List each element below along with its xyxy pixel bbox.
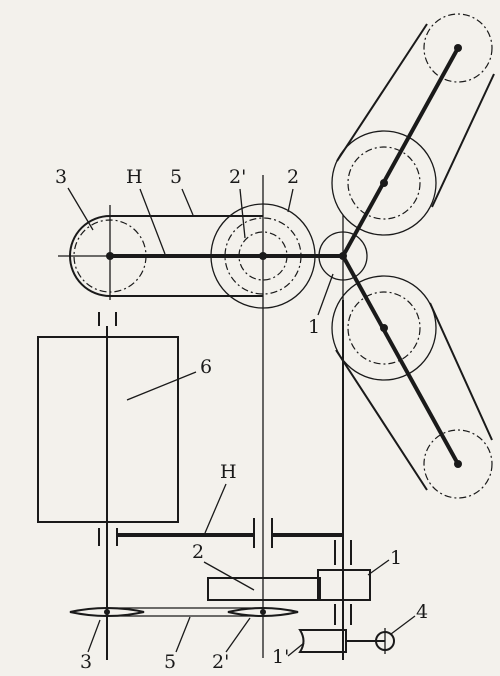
upper-right-belt-1 [336,23,428,162]
label-lower-H: H [220,461,237,483]
sprocket-3-hub [104,609,110,615]
leader-upper-2 [287,188,294,213]
leader-box-6 [126,371,197,401]
gear-2-block [207,577,321,601]
leader-lower-4 [390,615,416,635]
leader-upper-5 [181,188,194,216]
upper-right-belt-2 [431,73,495,208]
label-upper-2: 2 [287,166,299,188]
label-bottom-2prime: 2' [212,651,229,673]
label-lower-1: 1 [390,547,402,569]
label-upper-1: 1 [308,316,320,338]
arm-lower-right [341,255,460,465]
bevel-gear-1prime [298,629,347,653]
label-bottom-3: 3 [80,651,92,673]
leader-bottom-3 [87,619,101,653]
lower-right-gear-hub [380,324,388,332]
lower-right-belt-1 [335,349,428,491]
belt-5-left-arc [69,215,111,297]
leader-upper-H [139,188,166,255]
lower-right-gear-outer [331,275,437,381]
lower-right-gear-pitch [347,291,421,365]
label-box-6: 6 [200,356,212,378]
gear-2prime-pitch [238,231,288,281]
arm-upper-right [341,47,460,257]
leader-upper-3 [67,187,94,231]
upper-gear-train: 3 H 5 2' 2 1 [55,13,495,499]
leader-upper-1 [317,273,334,316]
label-upper-H: H [126,166,143,188]
leader-lower-1prime [287,642,305,657]
lower-right-belt-2 [429,302,493,441]
label-lower-1prime: 1' [272,646,289,668]
label-upper-5: 5 [170,166,182,188]
sprocket-2prime-hub [260,609,266,615]
leader-lower-H [204,483,227,534]
upper-right-gear-pitch [347,146,421,220]
upper-right-end-hub [454,44,462,52]
leader-bottom-2prime [225,617,251,653]
lower-right-end-gear [423,429,493,499]
label-upper-2prime: 2' [229,166,246,188]
gear-1-block [317,569,371,601]
label-lower-2: 2 [192,541,204,563]
upper-right-gear-hub [380,179,388,187]
label-upper-3: 3 [55,166,67,188]
lower-right-end-hub [454,460,462,468]
leader-lower-2 [203,561,255,591]
label-lower-4: 4 [416,601,428,623]
leader-upper-2prime [239,188,246,239]
lower-elevation-view: 6 H 2 1 4 1' [37,300,428,673]
sprocket-2prime [227,607,299,617]
leader-lower-1 [367,559,390,576]
upper-right-gear-outer [331,130,437,236]
sprocket-3 [69,607,145,617]
leader-bottom-5 [175,616,191,653]
gear-2-pitch [224,217,302,295]
upper-right-end-gear [423,13,493,83]
label-bottom-5: 5 [164,651,176,673]
